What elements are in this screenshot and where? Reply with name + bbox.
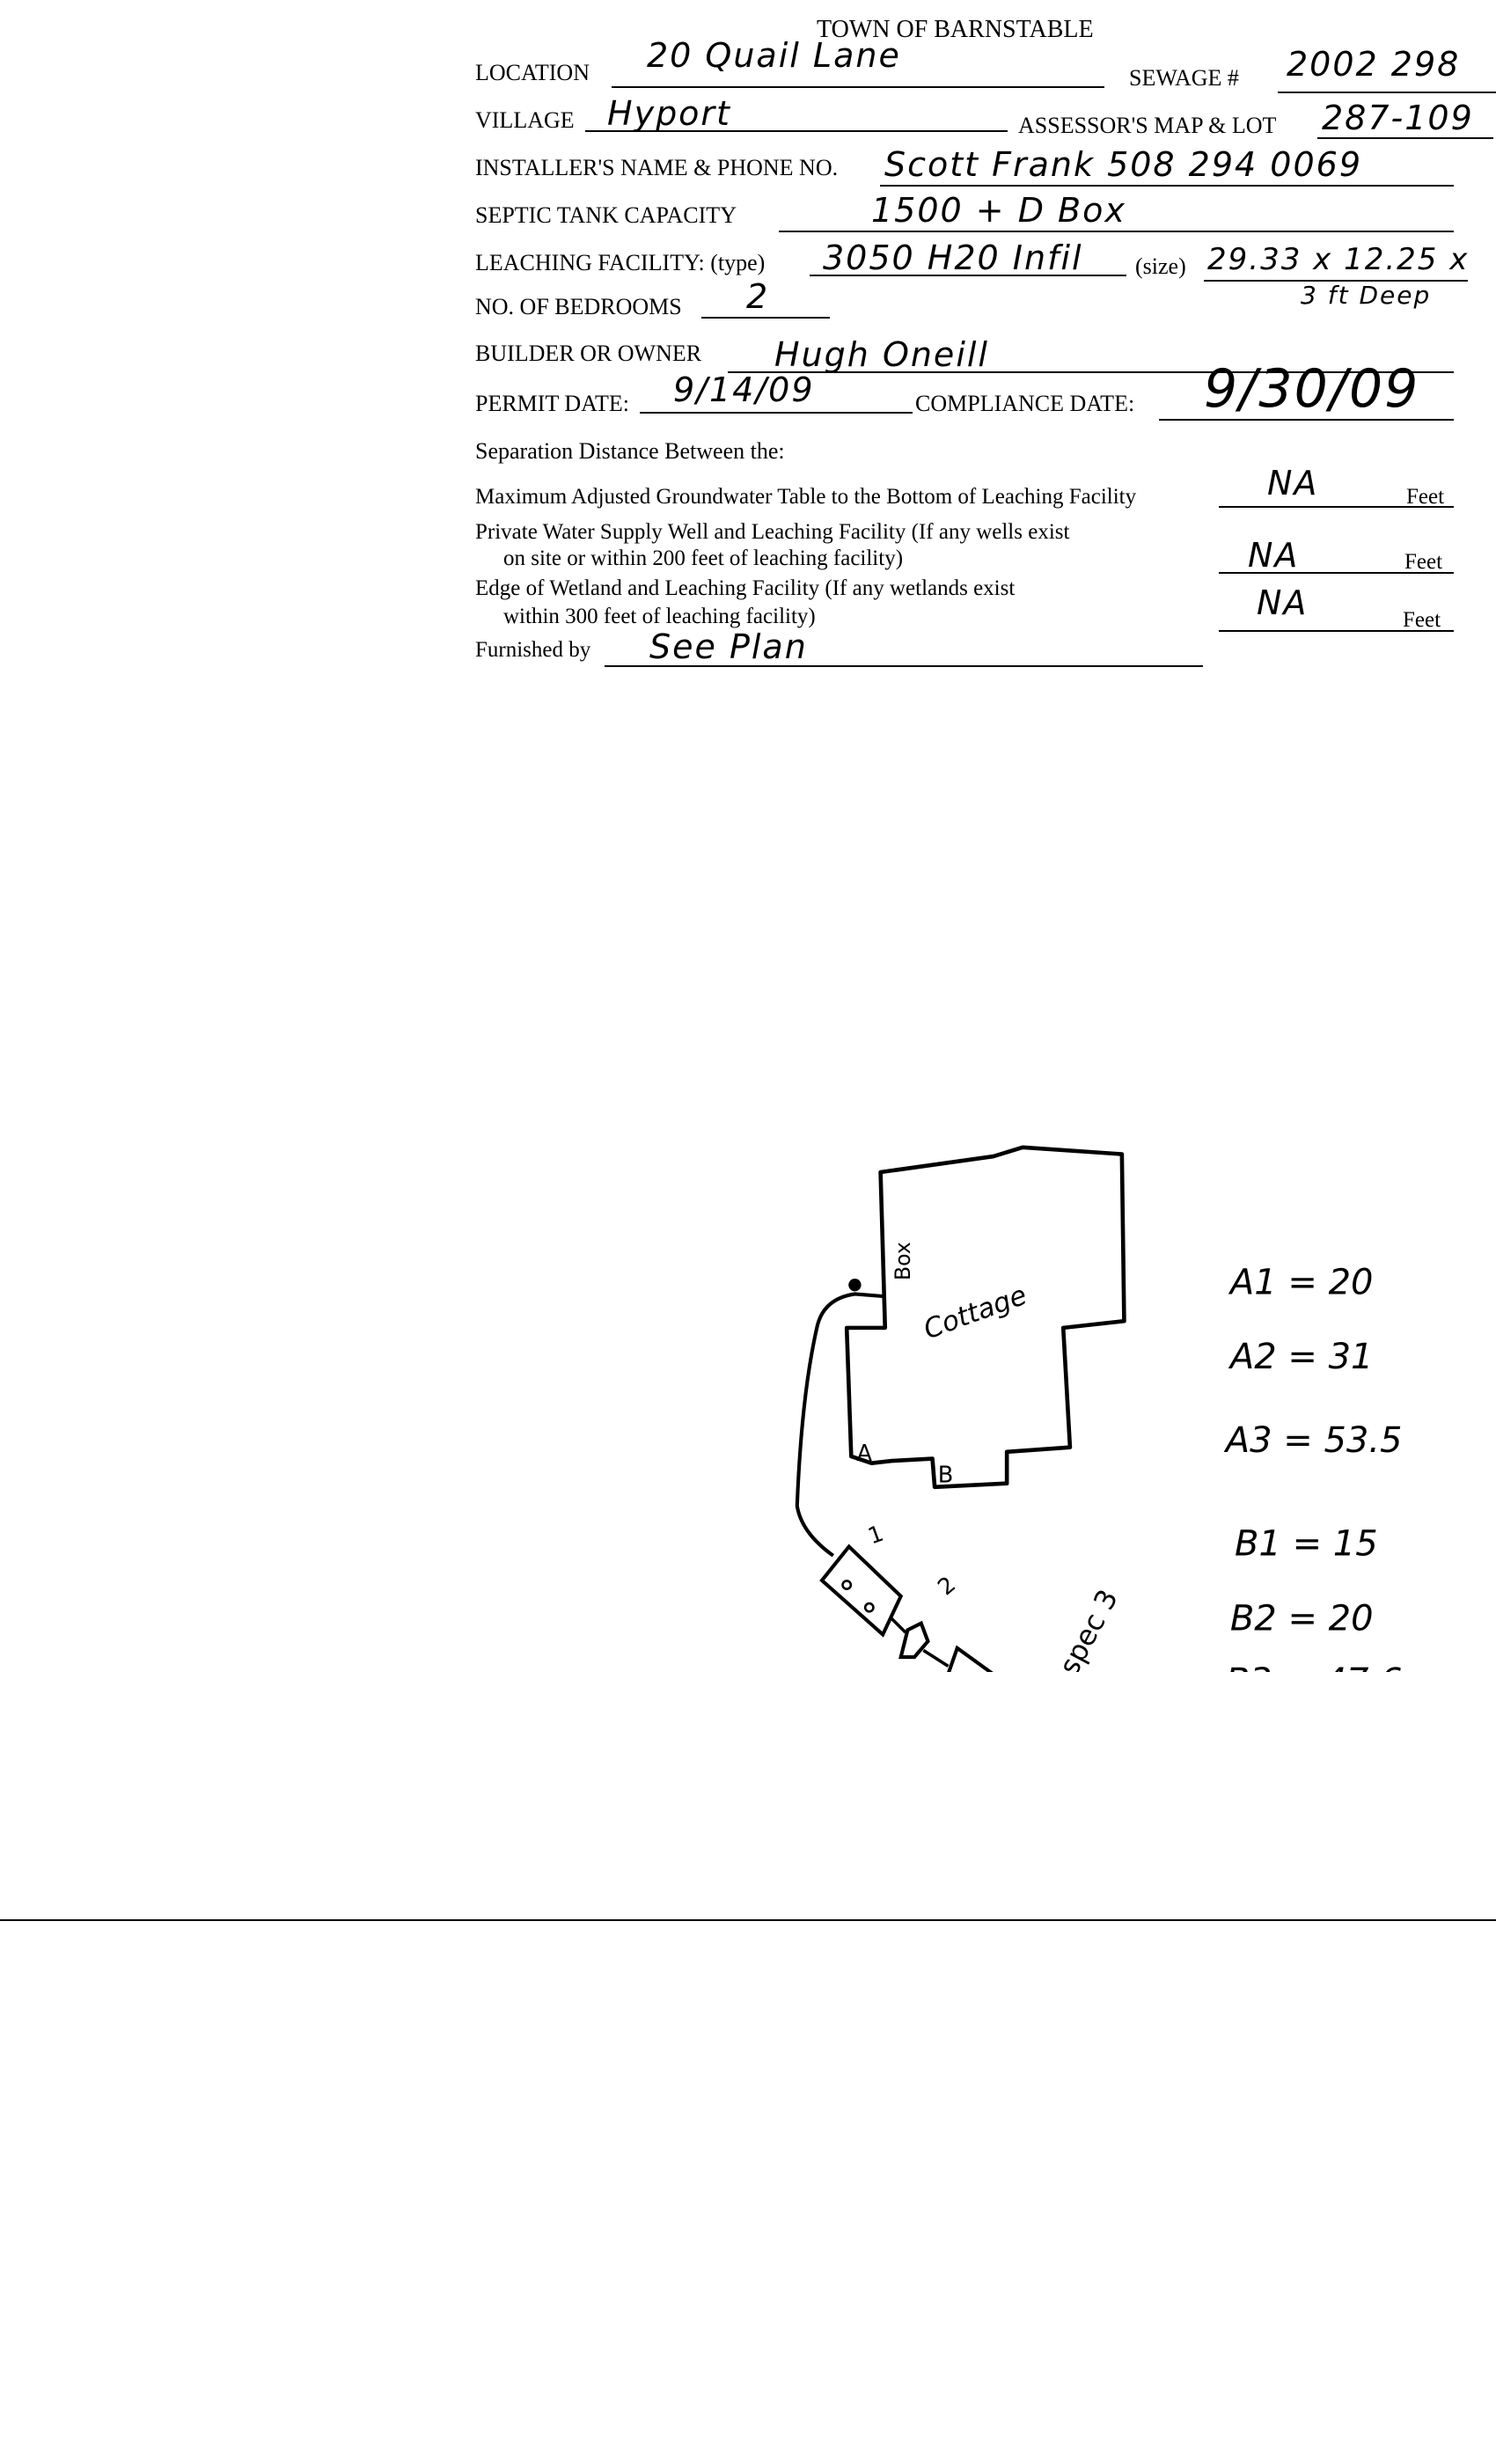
measurement-a2: A2 = 31 bbox=[1228, 1337, 1374, 1377]
compliance-value: 9/30/09 bbox=[1204, 358, 1420, 420]
form-title: TOWN OF BARNSTABLE bbox=[817, 16, 1094, 43]
location-value: 20 Quail Lane bbox=[647, 36, 901, 75]
distribution-box bbox=[898, 1620, 930, 1660]
measurement-b2: B2 = 20 bbox=[1230, 1598, 1374, 1639]
village-value: Hyport bbox=[607, 94, 731, 133]
sewage-label: SEWAGE # bbox=[1129, 65, 1239, 91]
size-value: 29.33 x 12.25 x bbox=[1207, 242, 1470, 277]
separation-heading: Separation Distance Between the: bbox=[475, 438, 785, 464]
builder-label: BUILDER OR OWNER bbox=[475, 341, 702, 366]
measurement-b1: B1 = 15 bbox=[1235, 1524, 1378, 1565]
wetland-label-1: Edge of Wetland and Leaching Facility (I… bbox=[475, 576, 1016, 600]
map-lot-line bbox=[1317, 137, 1493, 139]
septic-label: SEPTIC TANK CAPACITY bbox=[475, 202, 737, 228]
septic-line bbox=[779, 231, 1454, 232]
permit-value: 9/14/09 bbox=[673, 370, 815, 409]
leaching-type-value: 3050 H20 Infil bbox=[823, 238, 1083, 277]
measurement-b3: B3 = 47.6 bbox=[1226, 1661, 1403, 1672]
site-sketch: Cottage Box A B 1 2 Inspec 3 A1 = 20 A2 … bbox=[795, 1145, 1403, 1672]
outlet-dot bbox=[848, 1278, 862, 1292]
builder-line bbox=[728, 371, 1454, 373]
page-divider bbox=[0, 1919, 1496, 1921]
septic-tank bbox=[819, 1544, 904, 1638]
map-lot-value: 287-109 bbox=[1322, 99, 1474, 137]
permit-line bbox=[640, 412, 913, 414]
village-label: VILLAGE bbox=[475, 107, 575, 133]
leaching-field bbox=[947, 1645, 994, 1672]
groundwater-line bbox=[1219, 506, 1454, 508]
tank-port-icon bbox=[841, 1580, 853, 1590]
map-lot-label: ASSESSOR'S MAP & LOT bbox=[1018, 113, 1277, 138]
sewer-pipe bbox=[795, 1292, 884, 1558]
installer-value: Scott Frank 508 294 0069 bbox=[884, 145, 1363, 184]
furnished-label: Furnished by bbox=[475, 638, 591, 662]
installer-line bbox=[880, 185, 1454, 187]
measurements: A1 = 20 A2 = 31 A3 = 53.5 B1 = 15 B2 = 2… bbox=[1223, 1262, 1403, 1672]
bedrooms-label: NO. OF BEDROOMS bbox=[475, 294, 682, 319]
leaching-label: LEACHING FACILITY: (type) bbox=[475, 250, 766, 275]
leaching-type-line bbox=[810, 275, 1126, 276]
point-b-label: B bbox=[938, 1463, 954, 1489]
bedrooms-line bbox=[701, 317, 830, 319]
cottage-label: Cottage bbox=[920, 1280, 1031, 1346]
bedrooms-value: 2 bbox=[746, 277, 770, 316]
connector-pipe bbox=[891, 1617, 950, 1668]
well-label-2: on site or within 200 feet of leaching f… bbox=[503, 546, 904, 570]
point-a-label: A bbox=[856, 1441, 872, 1467]
furnished-line bbox=[605, 665, 1203, 667]
installer-label: INSTALLER'S NAME & PHONE NO. bbox=[475, 155, 839, 180]
measurement-a3: A3 = 53.5 bbox=[1223, 1420, 1403, 1461]
dbox-number-label: 2 bbox=[933, 1572, 961, 1601]
location-label: LOCATION bbox=[475, 60, 590, 85]
builder-value: Hugh Oneill bbox=[774, 335, 989, 374]
groundwater-value: NA bbox=[1267, 464, 1319, 502]
groundwater-label: Maximum Adjusted Groundwater Table to th… bbox=[475, 485, 1137, 509]
size-label: (size) bbox=[1135, 253, 1186, 279]
furnished-value: See Plan bbox=[649, 627, 808, 666]
measurement-a1: A1 = 20 bbox=[1228, 1262, 1374, 1302]
tank-number-label: 1 bbox=[865, 1521, 888, 1551]
location-line bbox=[612, 86, 1104, 88]
sewage-value: 2002 298 bbox=[1287, 45, 1461, 84]
inspection-label: Inspec 3 bbox=[1042, 1585, 1125, 1672]
cottage-outline bbox=[844, 1145, 1126, 1490]
well-label-1: Private Water Supply Well and Leaching F… bbox=[475, 520, 1070, 544]
sewage-line bbox=[1278, 92, 1496, 93]
permit-label: PERMIT DATE: bbox=[475, 391, 630, 416]
village-line bbox=[585, 130, 1008, 132]
size-note: 3 ft Deep bbox=[1301, 281, 1432, 310]
tank-port-icon bbox=[863, 1602, 875, 1613]
wetland-value: NA bbox=[1257, 583, 1309, 622]
well-value: NA bbox=[1248, 536, 1300, 575]
well-feet: Feet bbox=[1404, 550, 1443, 574]
wetland-feet: Feet bbox=[1403, 608, 1441, 632]
well-line bbox=[1219, 572, 1454, 574]
wetland-line bbox=[1219, 630, 1454, 632]
compliance-label: COMPLIANCE DATE: bbox=[915, 391, 1135, 416]
septic-value: 1500 + D Box bbox=[871, 191, 1126, 230]
box-label: Box bbox=[891, 1242, 915, 1280]
size-line bbox=[1204, 280, 1468, 282]
groundwater-feet: Feet bbox=[1406, 485, 1445, 509]
compliance-line bbox=[1159, 419, 1454, 421]
wetland-label-2: within 300 feet of leaching facility) bbox=[503, 605, 816, 628]
